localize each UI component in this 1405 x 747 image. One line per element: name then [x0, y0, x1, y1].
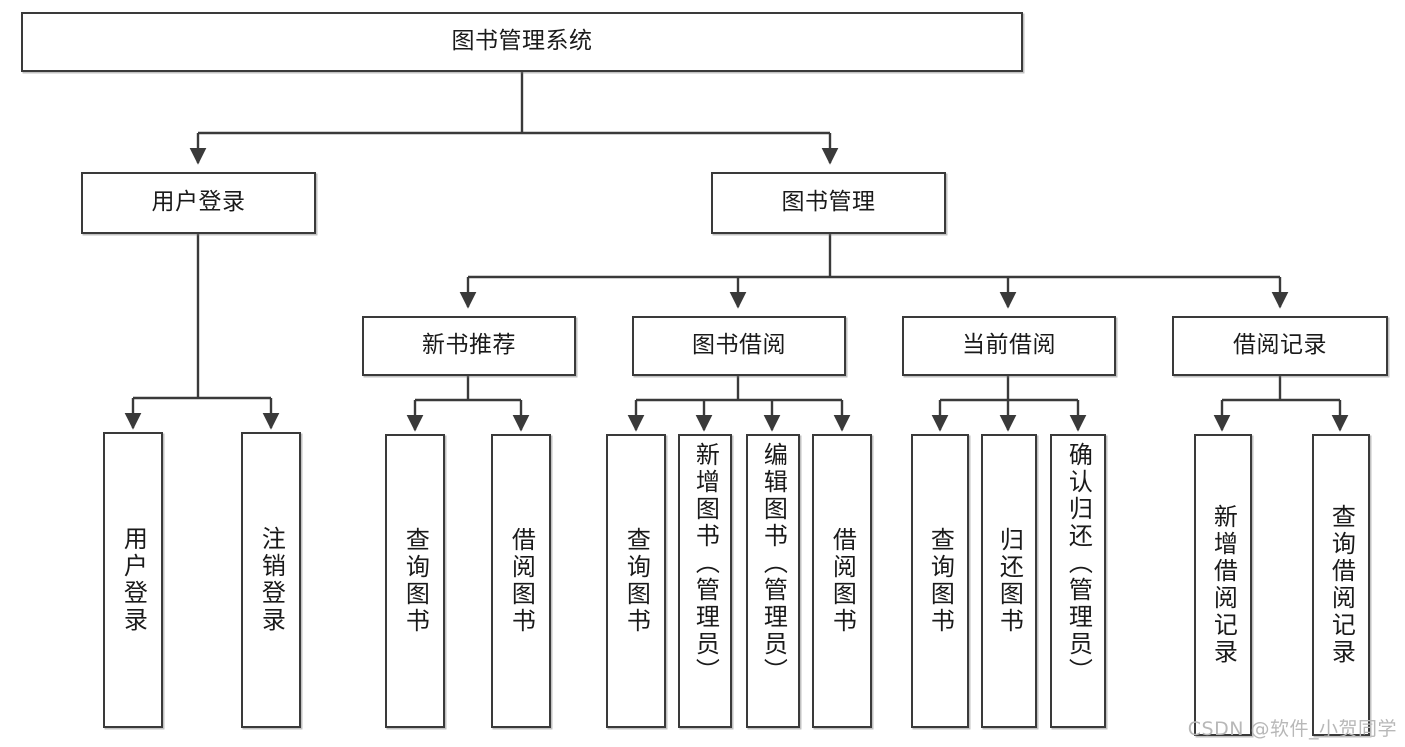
node-label: 用户登录	[151, 189, 246, 216]
leaf-query-book-borrow[interactable]: 查询图书	[606, 434, 666, 728]
leaf-query-book-recommend[interactable]: 查询图书	[385, 434, 445, 728]
leaf-edit-book-admin[interactable]: 编辑图书（管理员）	[746, 434, 800, 728]
leaf-return-book[interactable]: 归还图书	[981, 434, 1037, 728]
leaf-logout[interactable]: 注销登录	[241, 432, 301, 728]
node-label: 新增图书（管理员）	[691, 442, 720, 685]
node-label: 图书管理系统	[451, 28, 593, 55]
node-label: 借阅图书	[828, 527, 857, 635]
node-label: 查询图书	[926, 527, 955, 635]
leaf-add-borrow-record[interactable]: 新增借阅记录	[1194, 434, 1252, 736]
node-book-management[interactable]: 图书管理	[711, 172, 946, 234]
node-label: 图书管理	[781, 189, 876, 216]
node-label: 确认归还（管理员）	[1064, 442, 1093, 685]
node-label: 查询借阅记录	[1327, 504, 1356, 666]
node-label: 借阅记录	[1233, 332, 1327, 359]
node-borrow-records[interactable]: 借阅记录	[1172, 316, 1388, 376]
node-label: 注销登录	[257, 526, 286, 634]
node-label: 新书推荐	[422, 332, 516, 359]
leaf-query-borrow-record[interactable]: 查询借阅记录	[1312, 434, 1370, 736]
leaf-borrow-book-recommend[interactable]: 借阅图书	[491, 434, 551, 728]
leaf-query-book-current[interactable]: 查询图书	[911, 434, 969, 728]
node-label: 新增借阅记录	[1209, 504, 1238, 666]
node-root-system[interactable]: 图书管理系统	[21, 12, 1023, 72]
leaf-add-book-admin[interactable]: 新增图书（管理员）	[678, 434, 732, 728]
node-label: 归还图书	[995, 527, 1024, 635]
node-label: 当前借阅	[962, 332, 1056, 359]
node-label: 借阅图书	[507, 527, 536, 635]
node-user-login[interactable]: 用户登录	[81, 172, 316, 234]
leaf-user-login[interactable]: 用户登录	[103, 432, 163, 728]
node-current-borrow[interactable]: 当前借阅	[902, 316, 1116, 376]
node-book-borrow[interactable]: 图书借阅	[632, 316, 846, 376]
node-label: 用户登录	[119, 526, 148, 634]
node-new-book-recommend[interactable]: 新书推荐	[362, 316, 576, 376]
node-label: 编辑图书（管理员）	[759, 442, 788, 685]
node-label: 图书借阅	[692, 332, 786, 359]
csdn-watermark: CSDN @软件_小贺同学	[1187, 718, 1397, 740]
leaf-borrow-book[interactable]: 借阅图书	[812, 434, 872, 728]
node-label: 查询图书	[622, 527, 651, 635]
leaf-confirm-return-admin[interactable]: 确认归还（管理员）	[1050, 434, 1106, 728]
node-label: 查询图书	[401, 527, 430, 635]
